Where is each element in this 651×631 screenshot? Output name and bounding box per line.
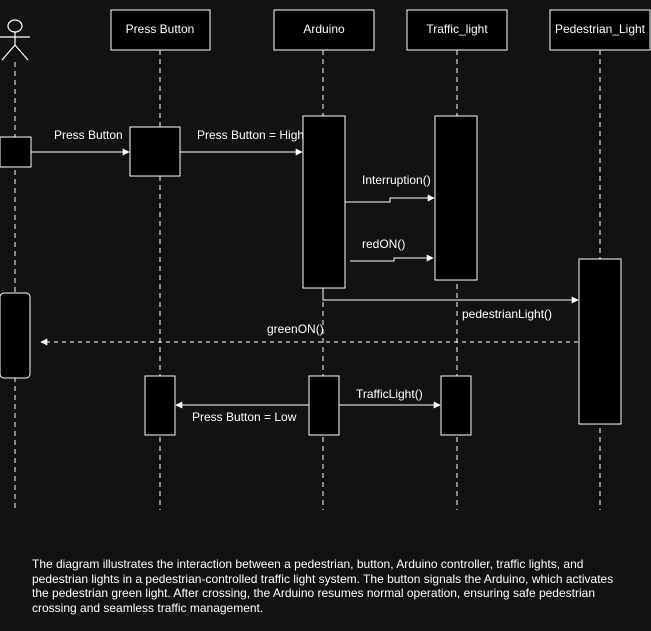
- activation-press-button-1: [129, 126, 181, 177]
- message-label: Interruption(): [362, 173, 431, 187]
- message-label: Press Button = Low: [192, 410, 297, 424]
- participant-label: Pedestrian_Light: [555, 22, 646, 36]
- message-label: redON(): [362, 237, 405, 251]
- activation-actor-2: [0, 292, 31, 379]
- message-label: TrafficLight(): [356, 387, 423, 401]
- participant-press-button: Press Button: [110, 9, 211, 51]
- activation-press-button-2: [144, 375, 176, 436]
- participant-traffic-light: Traffic_light: [406, 9, 508, 51]
- message-label: greenON(): [267, 322, 324, 336]
- message-arrow-interruption: [345, 194, 435, 203]
- activation-arduino-2: [308, 375, 340, 436]
- message-arrow-pedestrian-light: [322, 288, 579, 304]
- participant-label: Press Button: [126, 22, 195, 36]
- activation-traffic-light-2: [440, 375, 472, 436]
- participant-pedestrian-light: Pedestrian_Light: [549, 9, 651, 51]
- activation-arduino-1: [302, 115, 346, 289]
- message-label: Press Button = High: [197, 128, 304, 142]
- participant-label: Arduino: [303, 22, 345, 36]
- message-label: pedestrianLight(): [462, 307, 552, 321]
- participant-arduino: Arduino: [273, 9, 375, 51]
- message-arrow-red-on: [350, 254, 434, 262]
- message-label: Press Button: [54, 128, 123, 142]
- pedestrian-actor-icon: [0, 19, 30, 61]
- activation-actor-1: [0, 136, 32, 168]
- diagram-caption: The diagram illustrates the interaction …: [32, 557, 614, 615]
- participant-label: Traffic_light: [426, 22, 488, 36]
- activation-pedestrian-light: [578, 258, 622, 425]
- activation-traffic-light-1: [434, 115, 478, 281]
